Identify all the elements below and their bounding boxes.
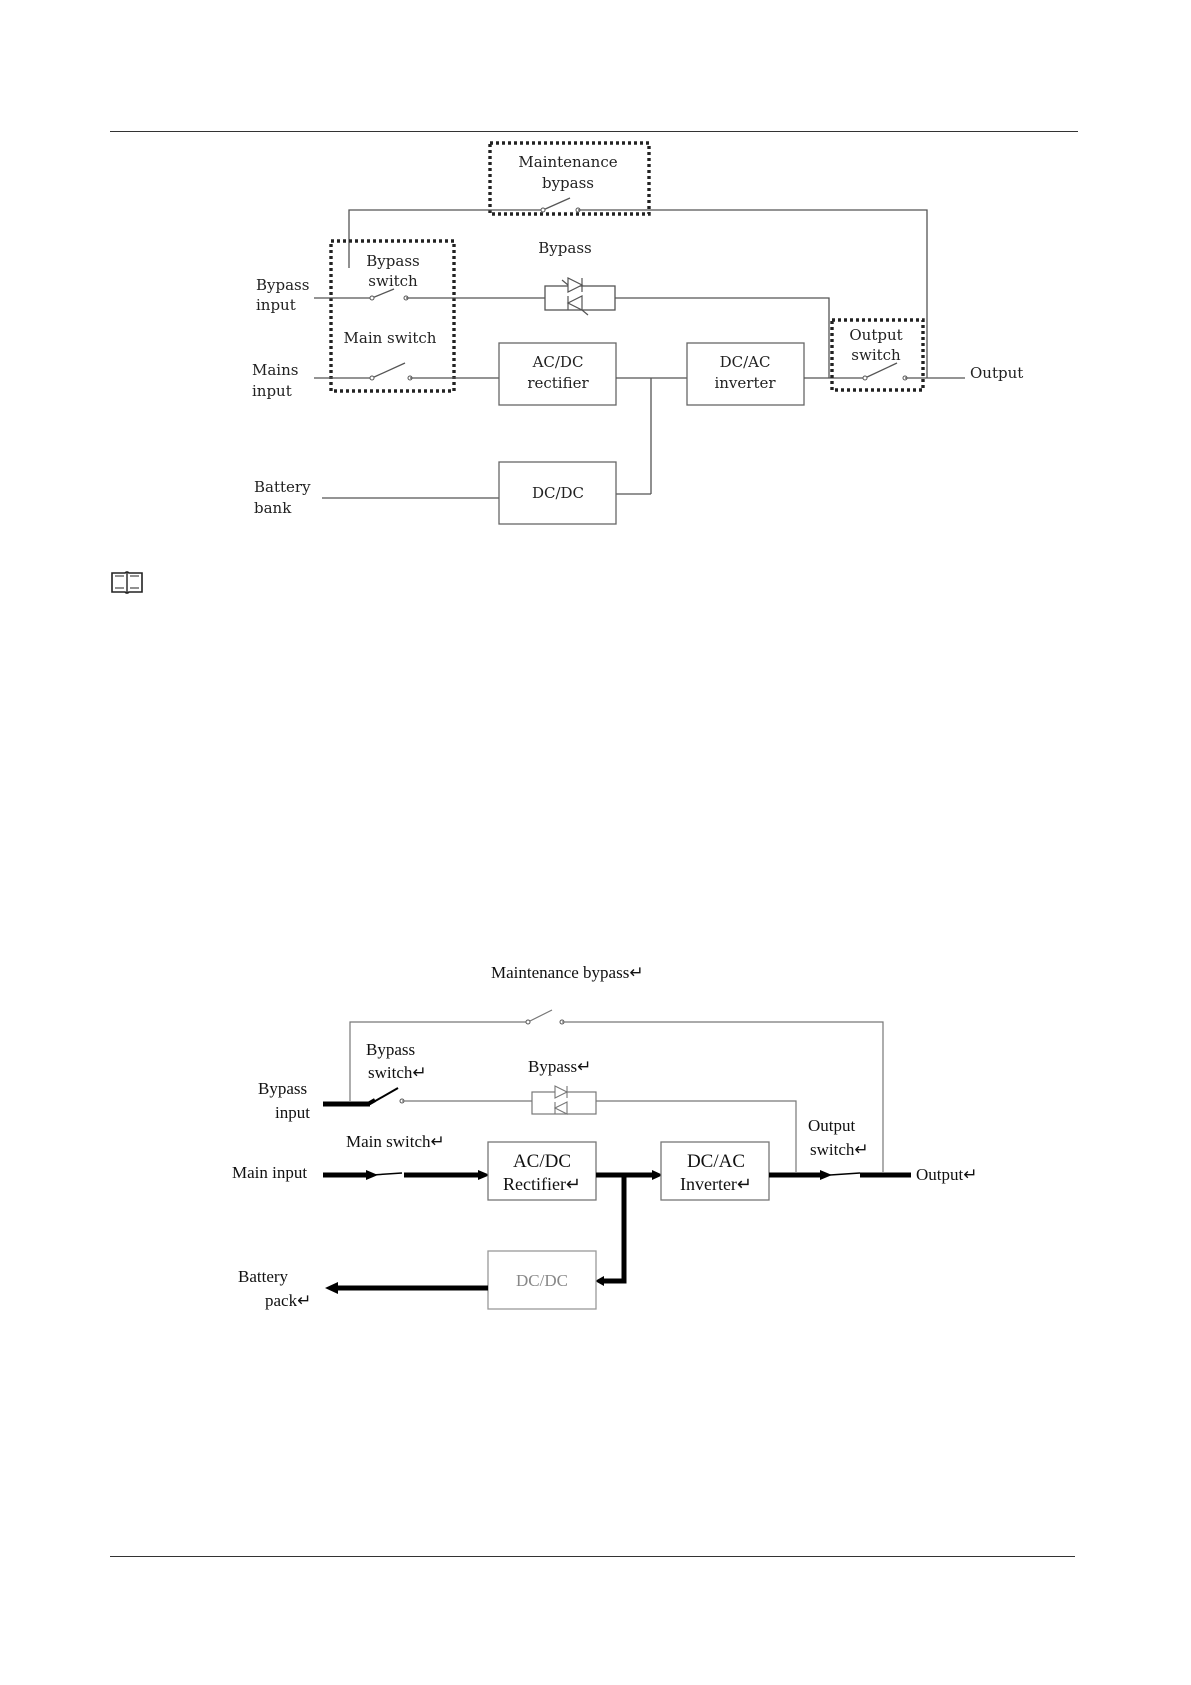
rectifier-label-2nd-2: Rectifier↵ — [503, 1174, 581, 1194]
inverter-label-2nd: DC/AC — [687, 1151, 745, 1172]
bypass-switch-label-2nd-2: switch↵ — [368, 1063, 427, 1082]
maintenance-line-left — [348, 209, 543, 268]
input-switch-box — [329, 239, 456, 393]
bypass-switch-label: Bypass — [366, 252, 419, 270]
bypass-switch-blade — [371, 288, 395, 299]
rectifier-label-2nd: AC/DC — [513, 1151, 571, 1172]
dcdc-label-2nd: DC/DC — [516, 1271, 568, 1290]
battery-bank-label-2: bank — [254, 499, 292, 517]
bypass-label-2nd: Bypass↵ — [528, 1057, 591, 1076]
main-switch-blade — [371, 362, 406, 379]
inverter-label: DC/AC — [720, 353, 771, 371]
bypass-input-label-2nd: Bypass — [258, 1079, 307, 1098]
inverter-label-2nd-2: Inverter↵ — [680, 1174, 752, 1194]
bypass-label: Bypass — [538, 239, 591, 257]
inverter-block — [686, 342, 805, 406]
rectifier-label-2: rectifier — [527, 374, 589, 392]
bypass-input-label-2: input — [256, 296, 296, 314]
main-input-label: Main input — [232, 1163, 307, 1182]
battery-pack-label: Battery — [238, 1267, 289, 1286]
bypass-input-label-2nd-2: input — [275, 1103, 310, 1122]
book-icon — [111, 571, 143, 594]
output-label-2nd: Output↵ — [916, 1165, 977, 1184]
battery-bank-label: Battery — [254, 478, 311, 496]
output-switch-blade — [864, 362, 898, 379]
dcdc-block-2 — [487, 1250, 597, 1310]
footer-rule — [110, 1556, 1075, 1557]
bypass-switch-label-2: switch — [368, 272, 418, 290]
dcdc-block — [498, 461, 617, 525]
dcdc-label: DC/DC — [532, 484, 584, 502]
mains-input-label-2: input — [252, 382, 292, 400]
rectifier-label: AC/DC — [532, 353, 584, 371]
maintenance-bypass-label: Maintenance — [518, 153, 617, 171]
rectifier-block — [498, 342, 617, 406]
output-switch-box — [830, 318, 925, 392]
output-switch-label-2nd-2: switch↵ — [810, 1140, 869, 1159]
maintenance-bypass-label-2nd: Maintenance bypass↵ — [491, 963, 644, 982]
output-switch-label-2nd: Output — [808, 1116, 856, 1135]
rectifier-block-2 — [487, 1141, 597, 1201]
maintenance-line-right — [578, 209, 928, 378]
output-switch-label-2: switch — [851, 346, 901, 364]
mains-input-label: Mains — [252, 361, 298, 379]
main-switch-label-2nd: Main switch↵ — [346, 1132, 445, 1151]
output-switch-label: Output — [849, 326, 902, 344]
bypass-switch-label-2nd: Bypass — [366, 1040, 415, 1059]
maintenance-switch-blade-2 — [527, 1009, 553, 1023]
header-rule — [110, 131, 1078, 132]
main-switch-label: Main switch — [344, 329, 437, 347]
inverter-label-2: inverter — [714, 374, 776, 392]
bypass-input-label: Bypass — [256, 276, 309, 294]
maintenance-bypass-box — [488, 141, 651, 216]
output-label: Output — [970, 364, 1023, 382]
maintenance-switch-blade — [542, 197, 571, 211]
battery-pack-label-2: pack↵ — [265, 1291, 311, 1310]
maintenance-bypass-label-2: bypass — [542, 174, 594, 192]
inverter-block-2 — [660, 1141, 770, 1201]
